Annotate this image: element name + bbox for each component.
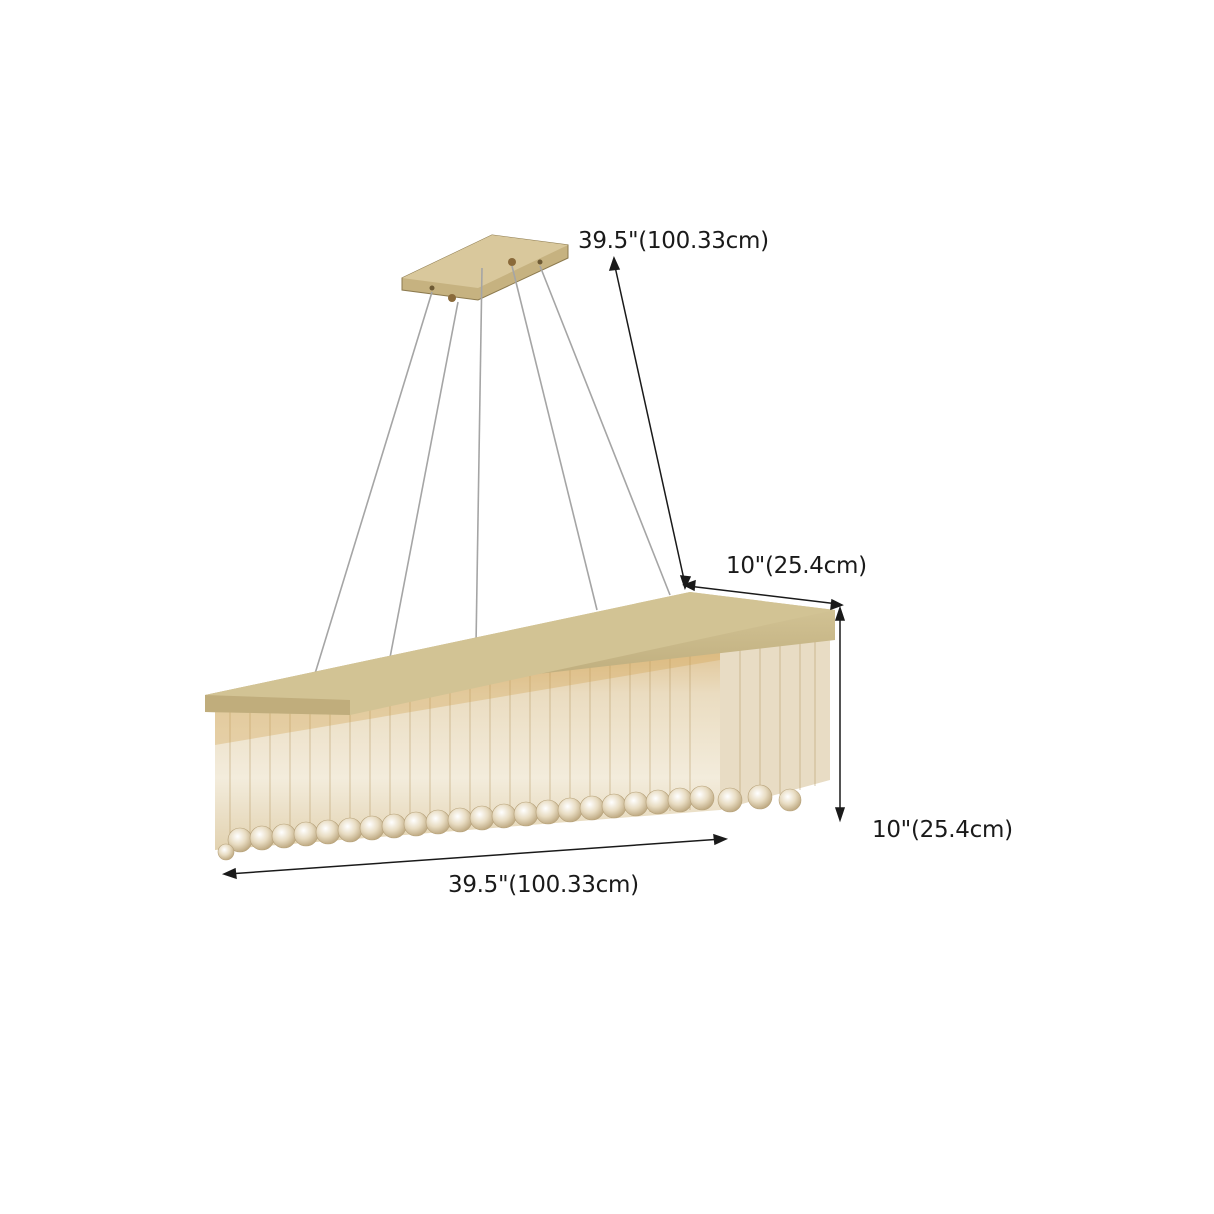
dimension-lines bbox=[221, 255, 846, 880]
ceiling-canopy bbox=[401, 234, 569, 302]
width-label: 10"(25.4cm) bbox=[726, 553, 867, 579]
top-frame bbox=[205, 592, 835, 715]
length-label: 39.5"(100.33cm) bbox=[448, 872, 639, 898]
height-label: 10"(25.4cm) bbox=[872, 817, 1013, 843]
suspension-cables bbox=[309, 265, 671, 691]
hanging-height-label: 39.5"(100.33cm) bbox=[578, 228, 769, 254]
